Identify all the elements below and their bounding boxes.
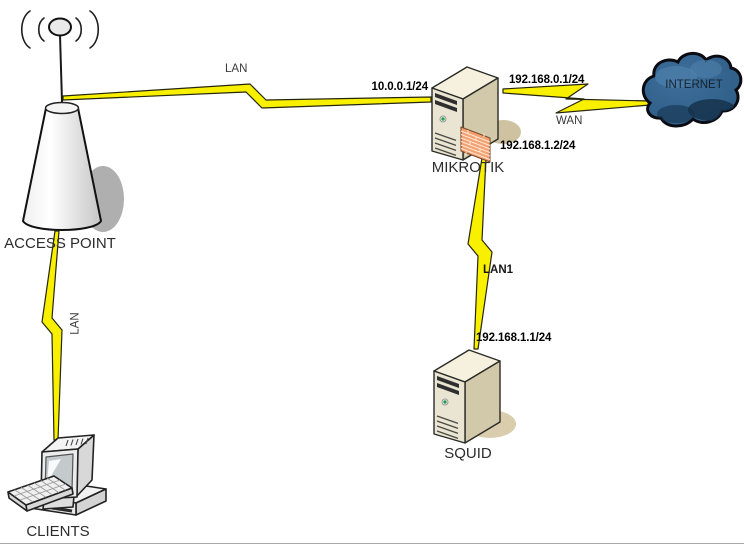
antenna-head [48, 17, 72, 37]
wifi-waves-icon [20, 10, 100, 49]
link-label-wan: WAN [556, 115, 583, 127]
squid-node [433, 349, 516, 444]
link-label-lan1: LAN1 [483, 264, 514, 276]
lightning-link-lan1 [467, 157, 493, 350]
internet-label: INTERNET [665, 79, 723, 91]
lightning-link-wan [502, 83, 651, 114]
mikrotik-node [431, 66, 521, 163]
link-label-lan-wireless: LAN [225, 63, 248, 75]
lightning-link-lan-wireless [62, 83, 432, 109]
ip-label-mikrotik-lan: 10.0.0.1/24 [371, 81, 429, 93]
clients-label: CLIENTS [26, 523, 90, 540]
mikrotik-label: MIKROTIK [431, 159, 505, 176]
internet-cloud-node [641, 52, 743, 128]
clients-node [7, 434, 107, 516]
ip-label-mikrotik-wan: 192.168.0.1/24 [509, 74, 585, 86]
access-point-node [20, 10, 124, 232]
firewall-brick-icon [460, 126, 491, 163]
lightning-link-lan-clients [41, 230, 63, 441]
antenna-mast [59, 34, 63, 103]
squid-label: SQUID [444, 445, 492, 462]
access-point-cone-top [44, 101, 80, 115]
access-point-label: ACCESS POINT [4, 235, 116, 252]
desktop-computer-icon [7, 434, 107, 516]
ip-label-squid: 192.168.1.1/24 [476, 332, 552, 344]
link-label-lan-clients: LAN [69, 312, 82, 335]
ip-label-mikrotik-lan1: 192.168.1.2/24 [500, 140, 576, 152]
access-point-cone [22, 107, 102, 231]
